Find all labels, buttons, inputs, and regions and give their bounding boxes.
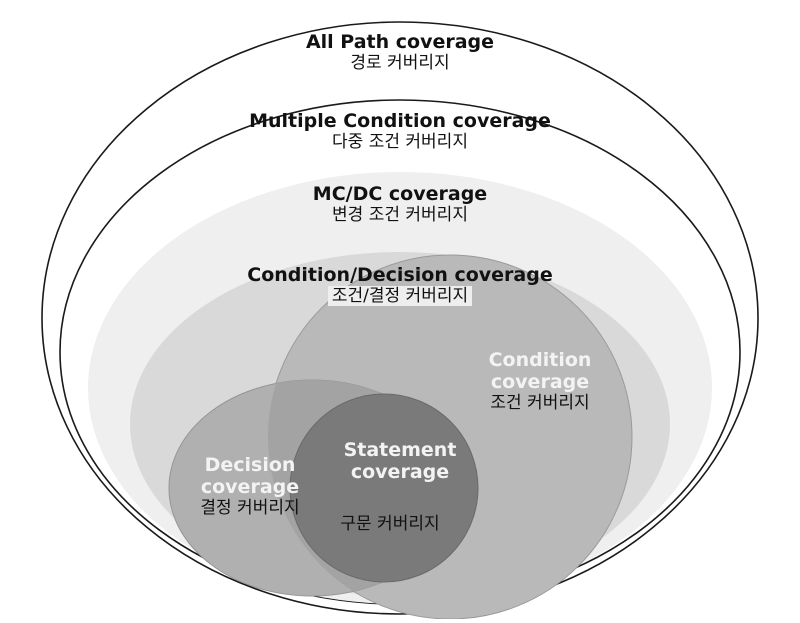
condition-decision-korean: 조건/결정 커버리지 [327, 285, 473, 306]
all-path-title: All Path coverage [305, 31, 495, 53]
mcdc-korean: 변경 조건 커버리지 [332, 204, 468, 225]
decision-title-line2: coverage [200, 475, 300, 498]
statement-circle [289, 393, 479, 583]
condition-label: Condition coverage 조건 커버리지 [470, 349, 610, 413]
condition-title-line1: Condition [488, 349, 592, 371]
statement-korean-wrap: 구문 커버리지 [320, 514, 460, 535]
decision-title-line1: Decision [204, 454, 296, 476]
all-path-korean: 경로 커버리지 [350, 52, 450, 73]
condition-title-line2: coverage [490, 370, 590, 393]
all-path-label: All Path coverage 경로 커버리지 [250, 31, 550, 73]
condition-decision-title: Condition/Decision coverage [247, 264, 553, 286]
decision-label: Decision coverage 결정 커버리지 [180, 454, 320, 518]
multiple-condition-label: Multiple Condition coverage 다중 조건 커버리지 [220, 110, 580, 152]
decision-korean: 결정 커버리지 [200, 497, 300, 518]
mcdc-title: MC/DC coverage [312, 183, 488, 205]
statement-korean: 구문 커버리지 [340, 514, 440, 534]
statement-label: Statement coverage [330, 439, 470, 484]
statement-title-line2: coverage [350, 460, 450, 483]
condition-korean: 조건 커버리지 [490, 392, 590, 413]
mcdc-label: MC/DC coverage 변경 조건 커버리지 [250, 183, 550, 225]
multiple-condition-korean: 다중 조건 커버리지 [332, 131, 468, 152]
condition-decision-label: Condition/Decision coverage 조건/결정 커버리지 [220, 264, 580, 306]
statement-title-line1: Statement [343, 439, 457, 461]
multiple-condition-title: Multiple Condition coverage [249, 110, 551, 132]
